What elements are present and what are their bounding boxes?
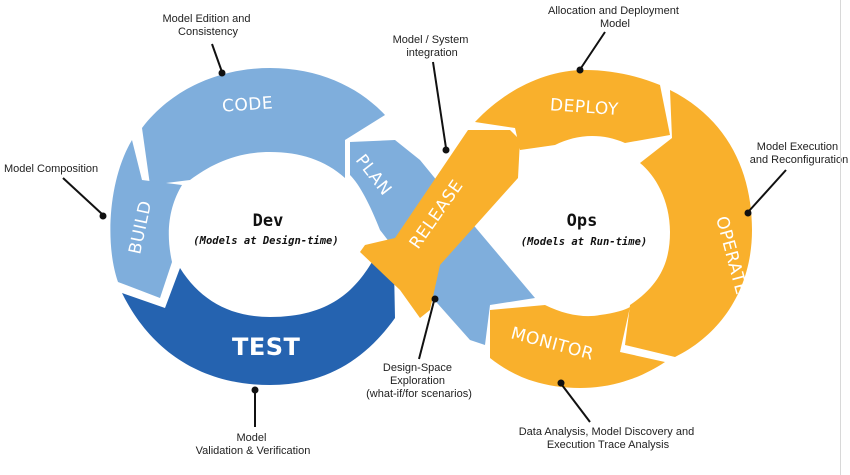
annotation-code: Model Edition and Consistency	[162, 13, 253, 38]
leader-deploy	[576, 31, 606, 74]
segment-release	[360, 130, 520, 318]
annotation-plan: Design-Space Exploration (what-if/for sc…	[366, 362, 472, 400]
leader-release	[432, 61, 450, 154]
label-code: CODE	[221, 93, 273, 117]
ops-title: Ops	[567, 211, 598, 231]
segment-build	[110, 140, 182, 298]
annotation-build: Model Composition	[4, 163, 98, 175]
leader-operate	[744, 169, 787, 217]
segment-deploy	[475, 70, 670, 150]
leader-plan	[418, 295, 439, 360]
segment-monitor	[490, 305, 665, 388]
annotation-monitor: Data Analysis, Model Discovery and Execu…	[519, 426, 698, 451]
leader-monitor	[557, 379, 591, 423]
segment-code	[142, 68, 385, 185]
leader-code	[211, 43, 226, 77]
annotation-deploy: Allocation and Deployment Model	[548, 5, 682, 30]
annotation-test: Model Validation & Verification	[196, 432, 311, 457]
annotation-operate: Model Execution and Reconfiguration	[750, 141, 848, 166]
segment-operate	[625, 90, 752, 357]
label-test: TEST	[232, 333, 301, 361]
segment-test	[122, 262, 395, 385]
page-edge-divider	[840, 0, 841, 475]
leader-test	[251, 386, 259, 427]
dev-title: Dev	[253, 211, 284, 231]
label-deploy: DEPLOY	[549, 95, 619, 120]
annotation-release: Model / System integration	[393, 34, 472, 59]
dev-subtitle: (Models at Design-time)	[193, 235, 338, 247]
leader-build	[62, 177, 107, 220]
ops-subtitle: (Models at Run-time)	[521, 236, 647, 248]
